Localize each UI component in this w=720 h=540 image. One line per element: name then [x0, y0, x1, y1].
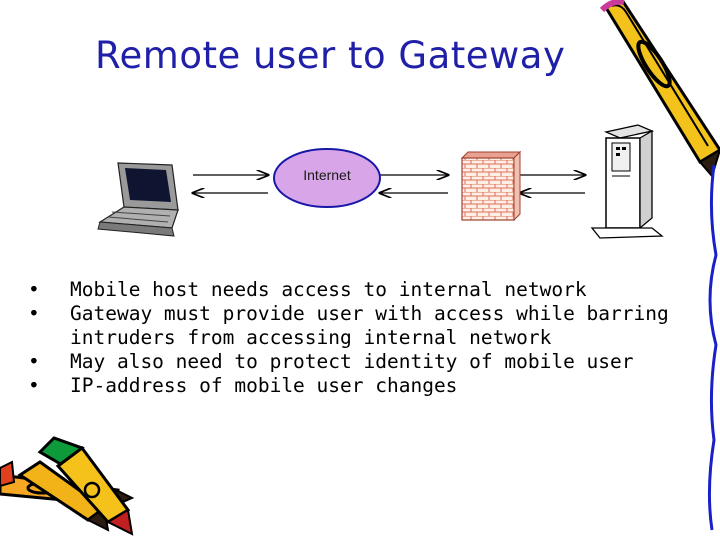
- bullet-marker: •: [28, 278, 40, 301]
- slide-title: Remote user to Gateway: [95, 34, 566, 77]
- bullet-text: Gateway must provide user with access wh…: [70, 302, 669, 349]
- bullet-marker: •: [28, 350, 40, 373]
- pencil-clipart-icon: [599, 0, 720, 179]
- bullet-item: • Mobile host needs access to internal n…: [28, 278, 688, 302]
- bullet-text: IP-address of mobile user changes: [70, 374, 458, 397]
- laptop-icon: [97, 162, 179, 237]
- bullet-text: May also need to protect identity of mob…: [70, 350, 634, 373]
- bullet-marker: •: [28, 374, 40, 397]
- bullet-item: • Gateway must provide user with access …: [28, 302, 688, 350]
- internet-label: Internet: [303, 167, 351, 183]
- crayons-clipart-icon: [0, 436, 135, 536]
- bullet-marker: •: [28, 302, 40, 325]
- bullet-item: • May also need to protect identity of m…: [28, 350, 688, 374]
- gateway-server-icon: [590, 124, 664, 239]
- internet-cloud: Internet: [273, 148, 381, 208]
- bullet-list: • Mobile host needs access to internal n…: [28, 278, 688, 398]
- firewall-icon: [460, 150, 522, 222]
- decorative-wavy-line: [707, 164, 718, 531]
- bullet-text: Mobile host needs access to internal net…: [70, 278, 587, 301]
- bullet-item: • IP-address of mobile user changes: [28, 374, 688, 398]
